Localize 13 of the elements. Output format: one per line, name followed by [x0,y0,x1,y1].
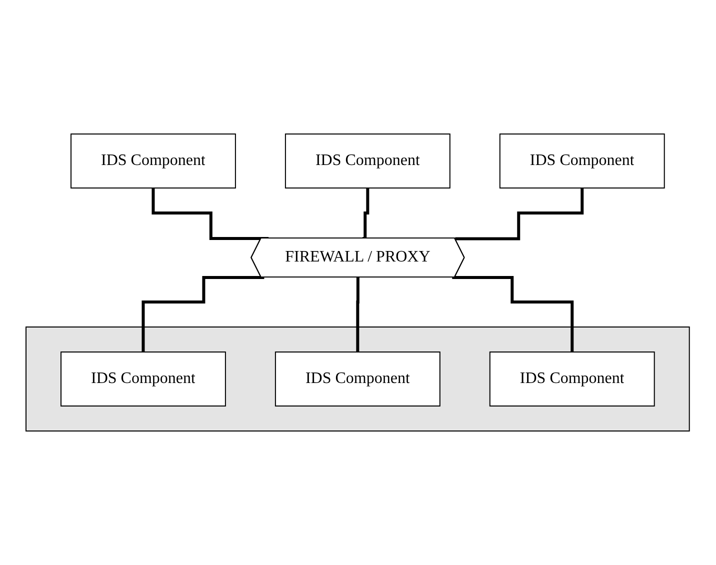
node-box: IDS Component [70,134,236,188]
node-box: IDS Component [285,134,451,188]
node-box: IDS Component [500,134,666,188]
connector [362,186,370,240]
connector [356,276,360,354]
node-box: IDS Component [275,352,441,406]
connector [455,186,584,240]
connector [142,276,265,354]
connector [452,276,574,354]
node-box: IDS Component [490,352,656,406]
node-box: IDS Component [60,352,226,406]
cluster [26,326,690,432]
connector [152,186,269,240]
